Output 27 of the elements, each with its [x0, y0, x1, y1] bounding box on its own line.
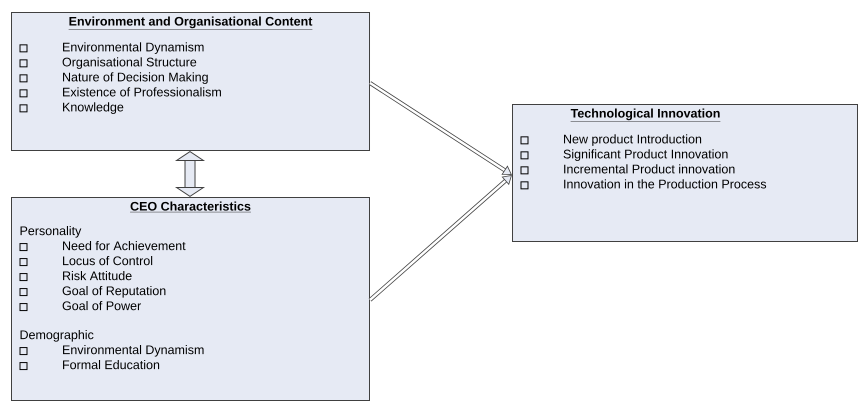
list-item: Need for Achievement	[63, 241, 186, 250]
group-label: Demographic	[20, 330, 94, 342]
box-heading: Technological Innovation	[570, 108, 721, 122]
list-item: Locus of Control	[63, 256, 152, 266]
list-item: Environmental Dynamism	[63, 42, 204, 54]
list-item: Goal of Power	[62, 301, 141, 310]
list-item: Risk Attitude	[63, 271, 132, 280]
arrow	[368, 81, 512, 175]
text-box	[11, 12, 370, 151]
text-box	[512, 104, 858, 242]
list-item: Significant Product Innovation	[564, 149, 728, 161]
list-item: Existence of Professionalism	[63, 87, 221, 96]
box-heading: CEO Characteristics	[130, 201, 252, 212]
list-item: Environmental Dynamism	[63, 345, 204, 357]
list-item: Formal Education	[63, 360, 160, 370]
list-item: Goal of Reputation	[62, 286, 166, 298]
list-item: Innovation in the Production Process	[564, 179, 766, 188]
arrow	[174, 151, 206, 197]
list-item: Nature of Decision Making	[63, 72, 208, 84]
list-item: New product Introduction	[564, 134, 702, 146]
text-box	[11, 197, 370, 401]
list-item: Organisational Structure	[62, 57, 196, 69]
list-item: Knowledge	[63, 102, 124, 114]
arrow	[368, 175, 512, 302]
box-heading: Environment and Organisational Content	[68, 16, 313, 30]
list-item: Incremental Product innovation	[564, 164, 734, 174]
group-label: Personality	[20, 226, 82, 238]
